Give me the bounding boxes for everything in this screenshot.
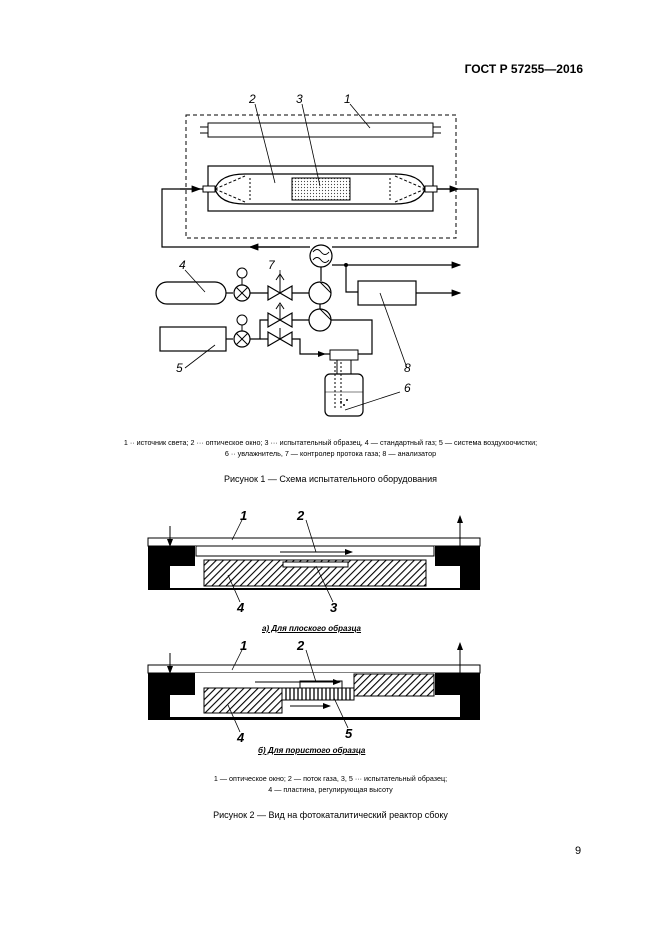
light-source [200,122,441,138]
figure-2b-subcaption: б) Для пористого образца [258,746,366,755]
fig1-label: 8 [404,361,411,375]
document-header: ГОСТ Р 57255—2016 [464,62,583,76]
standard-gas-cylinder [155,281,227,305]
reactor-flat-sample [147,515,481,590]
figure-1-diagram: 2 3 1 4 7 5 8 6 [155,92,479,417]
analyzer-box [357,280,417,306]
fig2a-label: 4 [236,600,245,615]
figure-1-legend-line-2: 6 ·· увлажнитель, 7 — контролер протока … [224,449,437,458]
figure-1-legend-line-1: 1 ·· источник света; 2 ··· оптическое ок… [123,438,538,447]
fig2a-label: 1 [240,508,247,523]
fig1-label: 3 [296,92,303,106]
fig2a-label: 3 [330,600,338,615]
figure-1-caption: Рисунок 1 — Схема испытательного оборудо… [223,474,438,484]
figure-2-legend-line-1: 1 — оптическое окно; 2 — поток газа, 3, … [213,774,448,783]
figure-1-leaders [184,103,408,411]
fig2b-label: 1 [240,638,247,653]
page-number: 9 [575,845,582,857]
valve-row-1 [233,267,332,305]
fig2b-label: 2 [296,638,305,653]
fig1-label: 5 [176,361,183,375]
figure-2-caption: Рисунок 2 — Вид на фотокаталитический ре… [213,810,448,820]
fig2b-label: 5 [345,726,353,741]
figure-2a-subcaption: а) Для плоского образца [262,624,362,633]
reactor-vessel [202,173,438,205]
figure-1-numbers: 2 3 1 4 7 5 8 6 [176,92,411,395]
figure-2-diagram: 1 2 3 4 [147,508,481,745]
reactor-porous-sample [147,642,481,720]
humidifier-bottle [324,349,364,417]
fig2b-label: 4 [236,730,245,745]
enclosure-dashed-box [185,114,457,239]
fig1-label: 4 [179,258,186,272]
fig1-label: 6 [404,381,411,395]
air-purification-box [159,326,227,352]
valve-row-2 [233,302,373,357]
fig2a-label: 2 [296,508,305,523]
fig1-label: 2 [248,92,256,106]
circulation-pump [309,244,333,268]
figure-2-legend-line-2: 4 — пластина, регулирующая высоту [268,785,393,794]
fig1-label: 7 [268,258,276,272]
fig1-label: 1 [344,92,351,106]
